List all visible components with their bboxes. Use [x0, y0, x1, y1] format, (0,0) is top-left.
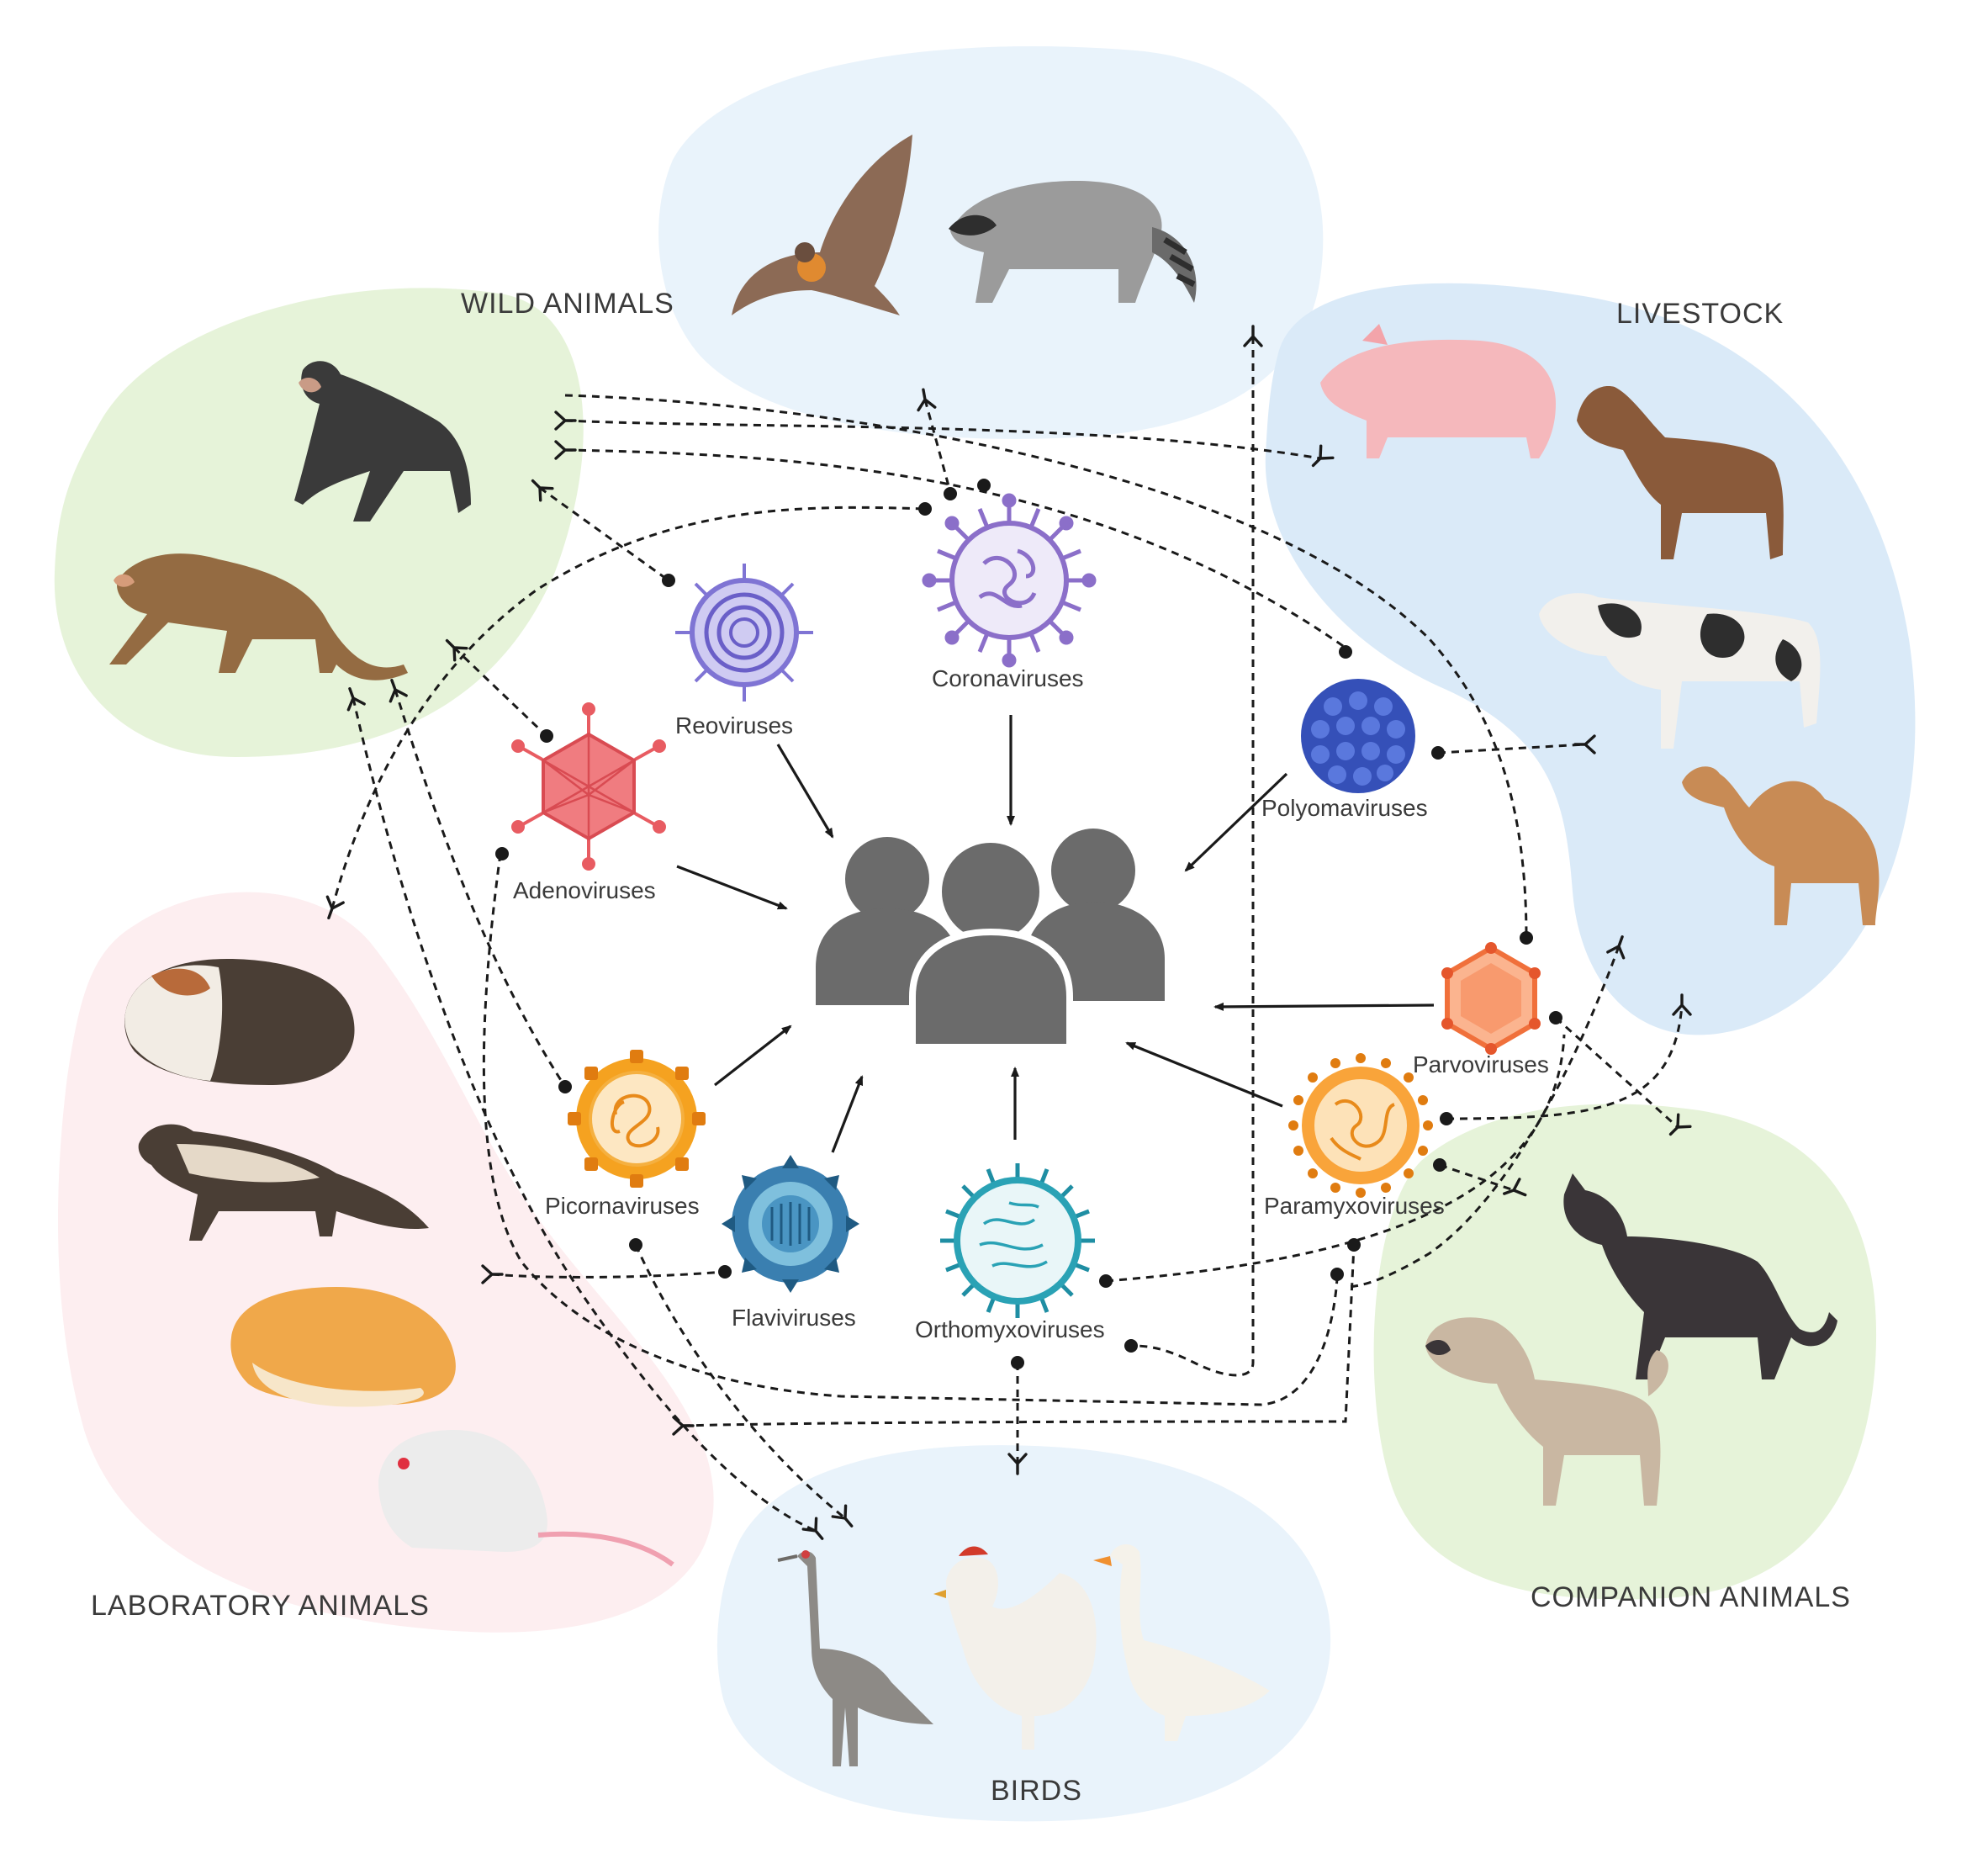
chicken-icon — [933, 1546, 1097, 1750]
flaviviruses-label: Flaviviruses — [732, 1305, 856, 1331]
link-wild-adeno — [452, 646, 548, 738]
link-livestock-paramyxo — [1345, 945, 1621, 1289]
livestock-label: LIVESTOCK — [1616, 298, 1784, 330]
adenoviruses-label: Adenoviruses — [513, 877, 656, 903]
coronaviruses-label: Coronaviruses — [932, 665, 1084, 691]
arrow-parvo — [1213, 1002, 1435, 1011]
parvoviruses-label: Parvoviruses — [1413, 1051, 1549, 1077]
arrow-adeno — [676, 865, 788, 910]
companion-animals-region — [1373, 1104, 1877, 1600]
laboratory-animals-label: LABORATORY ANIMALS — [91, 1590, 430, 1622]
reovirus-icon — [675, 564, 813, 702]
link-wild-parvo — [564, 394, 1528, 939]
orthomyxovirus-icon — [940, 1163, 1095, 1318]
transmission-links — [330, 336, 1684, 1533]
wild-animals-region — [54, 288, 584, 757]
crane-icon — [777, 1550, 933, 1766]
mouse-icon — [378, 1430, 674, 1567]
arrow-flavi — [831, 1075, 864, 1153]
bat-icon — [732, 135, 912, 315]
paramyxovirus-icon — [1288, 1053, 1433, 1198]
link-lab-paramyxo — [682, 1244, 1356, 1427]
link-bat-orthomyxo — [1130, 336, 1255, 1377]
link-wild-birds-1 — [352, 697, 817, 1533]
link-picorna-birds — [634, 1244, 846, 1520]
pig-icon — [1320, 324, 1556, 458]
link-paramyxo-livestock — [1446, 1004, 1684, 1120]
reoviruses-label: Reoviruses — [675, 712, 793, 739]
flavivirus-icon — [722, 1155, 859, 1293]
hamster-icon — [230, 1287, 456, 1407]
raccoon-icon — [949, 181, 1197, 303]
dog-icon — [1425, 1317, 1668, 1506]
guinea-pig-icon — [124, 959, 355, 1085]
orthomyxoviruses-label: Orthomyxoviruses — [915, 1316, 1105, 1342]
ferret-icon — [138, 1124, 429, 1241]
polyomaviruses-label: Polyomaviruses — [1261, 795, 1428, 821]
coronavirus-icon — [922, 493, 1097, 668]
camel-icon — [1682, 766, 1880, 925]
parvovirus-icon — [1441, 942, 1541, 1055]
link-ortho-livestock — [1105, 1034, 1566, 1283]
birds-label: BIRDS — [991, 1775, 1082, 1807]
adenovirus-icon — [511, 702, 666, 871]
paramyxoviruses-label: Paramyxoviruses — [1264, 1193, 1445, 1219]
link-wild-livestock — [564, 419, 1321, 460]
companion-animals-label: COMPANION ANIMALS — [1531, 1581, 1851, 1613]
arrow-polyoma — [1184, 772, 1288, 872]
link-wild-polyoma — [564, 448, 1346, 649]
horse-icon — [1577, 386, 1784, 559]
virus-attachment-dots — [495, 479, 1562, 1369]
monkey-icon — [109, 553, 408, 680]
cat-icon — [1563, 1173, 1837, 1379]
arrow-paramyxo — [1125, 1041, 1283, 1108]
picornaviruses-label: Picornaviruses — [545, 1193, 700, 1219]
arrow-picorna — [714, 1025, 792, 1087]
polyomavirus-icon — [1301, 679, 1415, 793]
wild-animals-label: WILD ANIMALS — [461, 288, 674, 320]
cow-icon — [1539, 593, 1821, 749]
people-group-icon — [816, 829, 1165, 1051]
link-parvo-companion — [1554, 1016, 1679, 1129]
link-bat-corona — [923, 399, 952, 493]
virus-to-human-arrows — [676, 715, 1435, 1153]
arrow-reo — [776, 744, 834, 839]
picornavirus-icon — [568, 1050, 706, 1188]
chimpanzee-icon — [294, 361, 471, 522]
link-adeno-paramyxo — [482, 853, 1339, 1406]
link-polyoma-cow — [1437, 743, 1586, 754]
goose-icon — [1093, 1543, 1270, 1741]
link-wild-picorna — [394, 689, 567, 1088]
